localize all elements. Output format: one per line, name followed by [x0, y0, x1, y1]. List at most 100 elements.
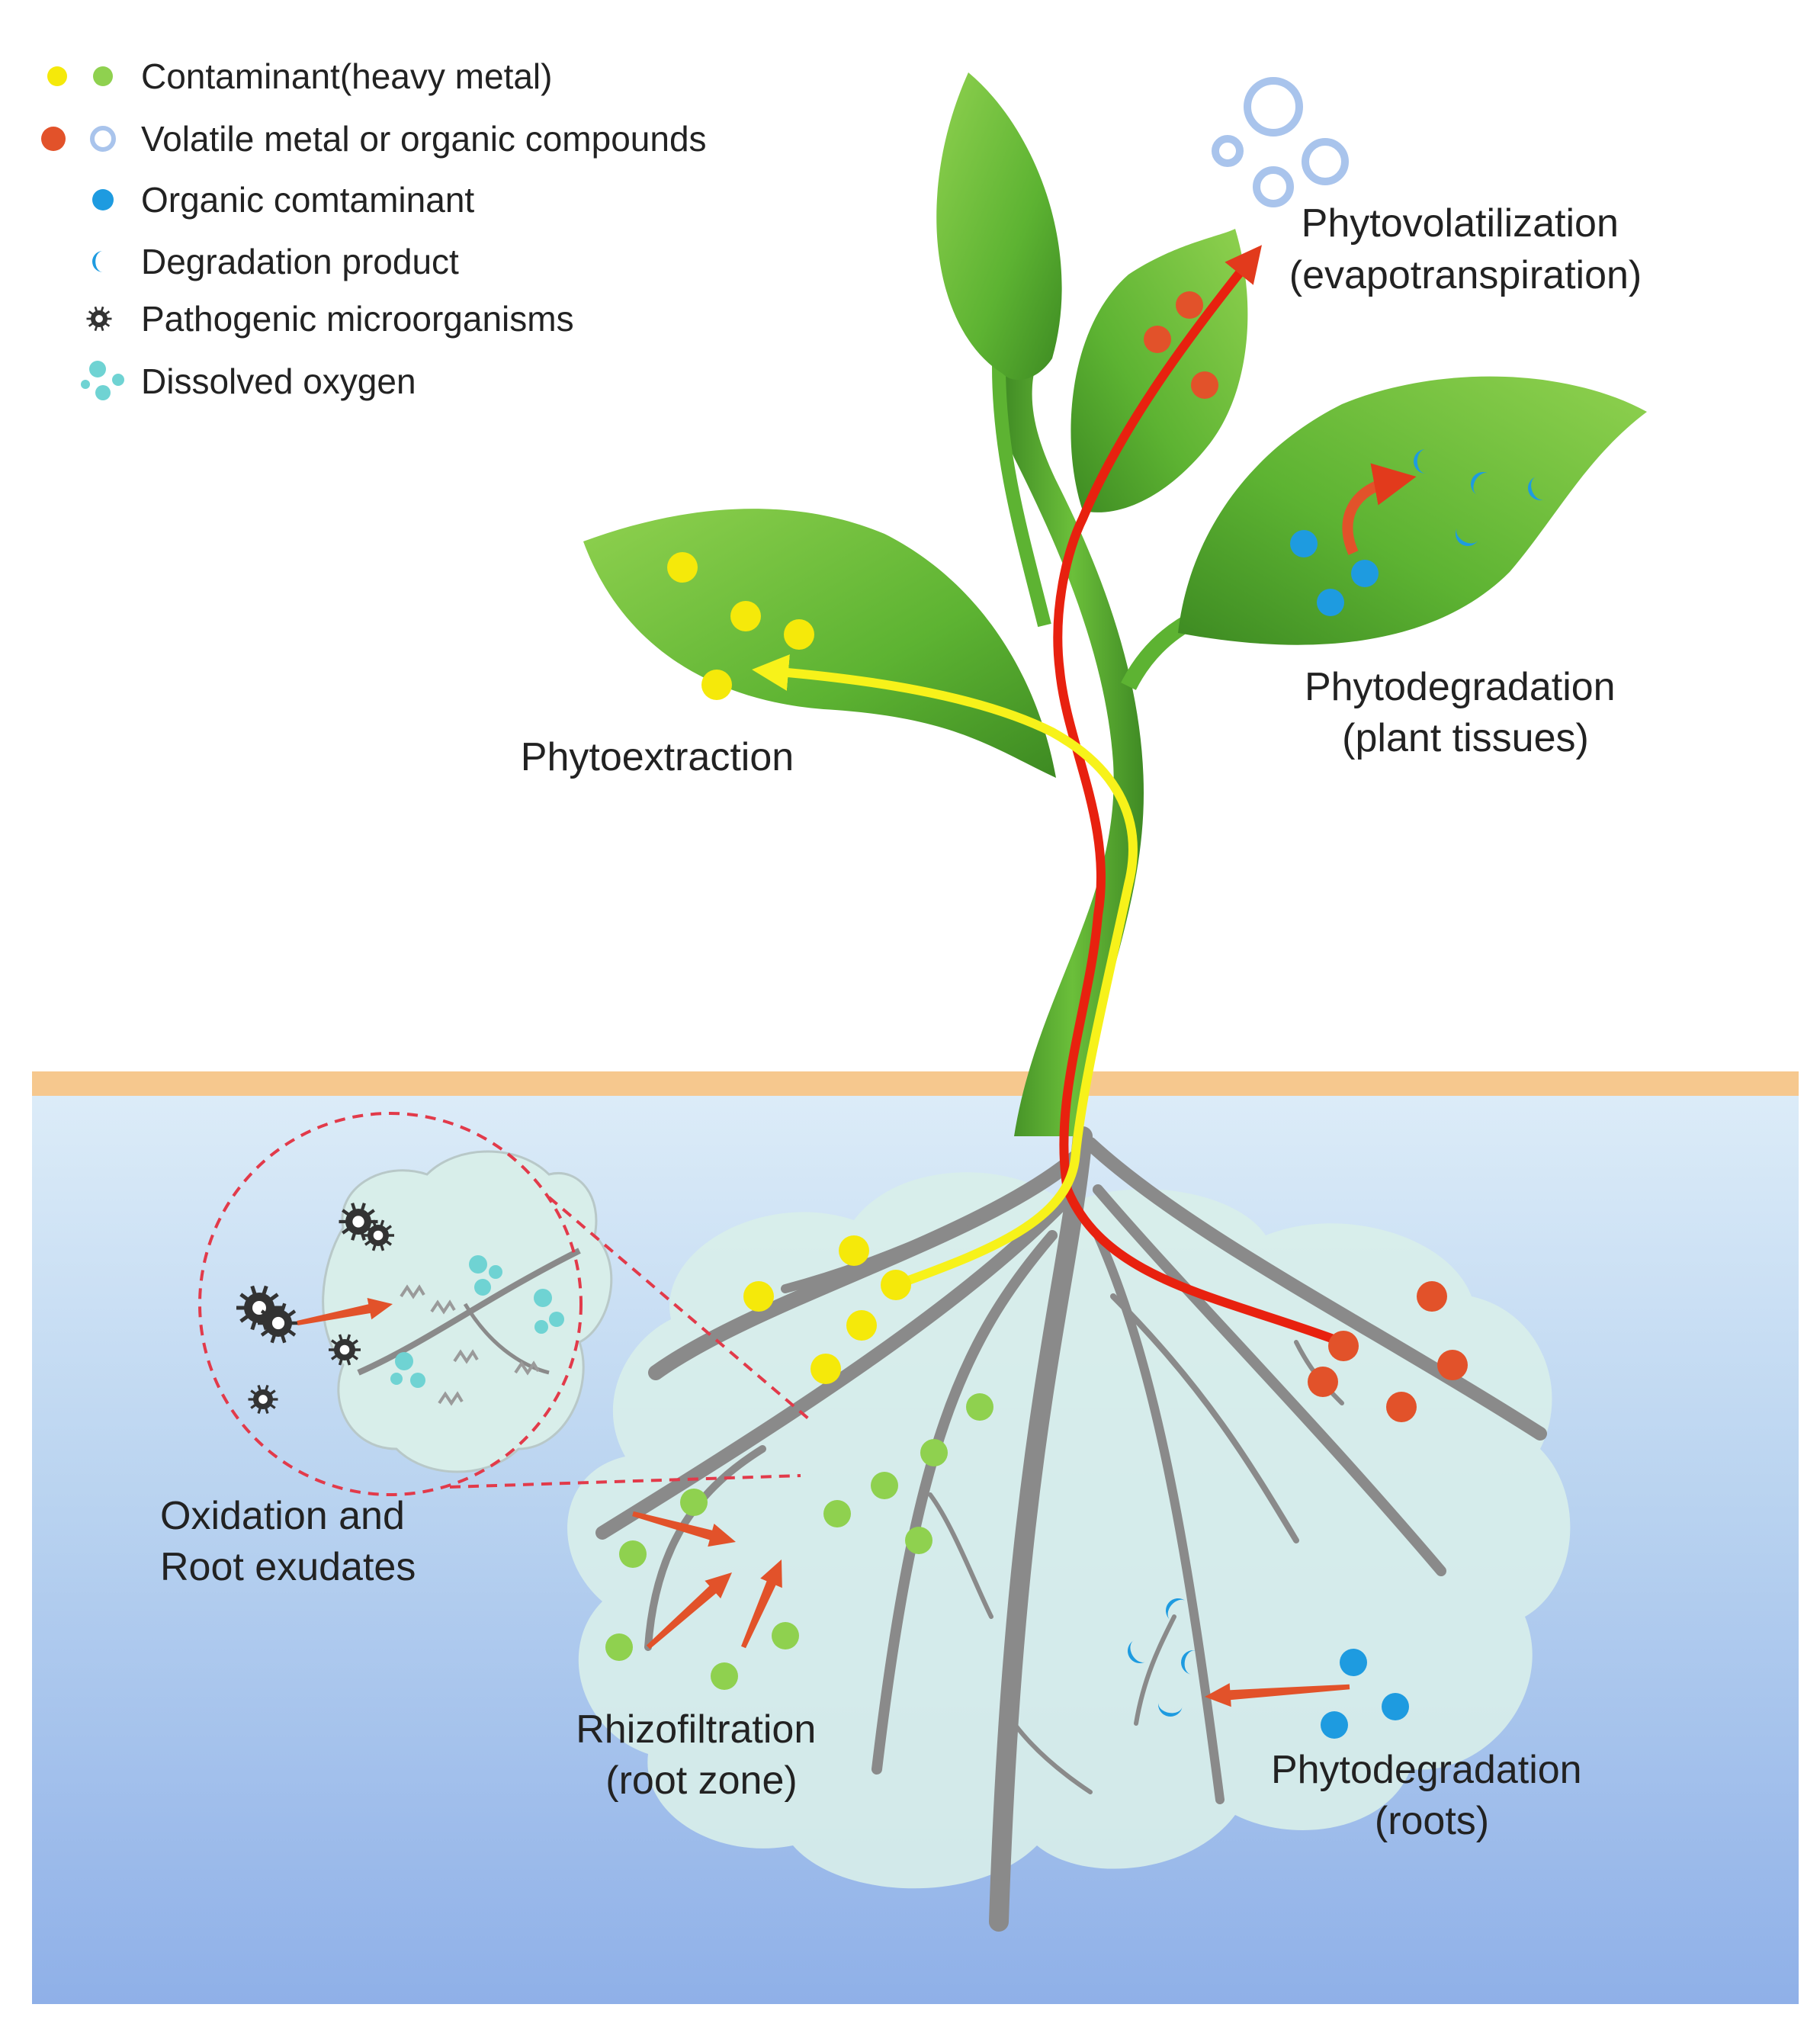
- phytodegradation-roots-arrow: [1205, 1683, 1350, 1707]
- degradation-crescent: [1528, 476, 1545, 500]
- microbe-core: [352, 1216, 364, 1228]
- label-phytodegradation-roots: Phytodegradation (roots): [1271, 1748, 1593, 1843]
- heavy-metal-yellow-dot: [810, 1354, 841, 1384]
- dissolved-oxygen-bubble: [534, 1289, 552, 1307]
- heavy-metal-green-dot: [772, 1622, 799, 1649]
- label-oxidation: Oxidation and Root exudates: [160, 1494, 416, 1589]
- heavy-metal-green-dot: [966, 1393, 993, 1421]
- label-phytodegradation-tissues-line2: (plant tissues): [1342, 716, 1589, 760]
- root-exudate-mark: [400, 1284, 425, 1299]
- heavy-metal-yellow-dot: [667, 552, 698, 583]
- exudate-squiggle: [400, 1284, 425, 1299]
- heavy-metal-yellow-dot: [839, 1235, 869, 1266]
- legend-blue-ring-icon: [90, 126, 116, 152]
- dissolved-oxygen-bubble: [395, 1352, 413, 1370]
- label-phytodegradation-roots-line2: (roots): [1375, 1799, 1489, 1843]
- label-phytodegradation-tissues-line1: Phytodegradation: [1305, 665, 1616, 709]
- exudate-squiggle: [453, 1349, 479, 1364]
- organic-blue-dot: [1321, 1711, 1348, 1739]
- leaf-right: [1178, 376, 1647, 645]
- rhizofiltration-arrow: [741, 1559, 782, 1649]
- dissolved-oxygen-bubble: [549, 1312, 564, 1327]
- legend-item: Organic comtaminant: [92, 180, 474, 220]
- degradation-crescent: [1166, 1598, 1186, 1620]
- legend-blue-crescent-icon: [92, 251, 103, 272]
- volatile-ring-icon: [1302, 138, 1349, 185]
- label-oxidation-line1: Oxidation and: [160, 1494, 405, 1538]
- label-oxidation-line2: Root exudates: [160, 1545, 416, 1589]
- heavy-metal-yellow-dot: [743, 1281, 774, 1312]
- soil-surface-line: [32, 1071, 1799, 1096]
- degradation-curved-arrow: [1342, 463, 1417, 555]
- root-exudate-mark: [514, 1360, 540, 1376]
- oxidation-arrow: [297, 1297, 393, 1325]
- organic-blue-dot: [1351, 560, 1379, 587]
- heavy-metal-yellow-dot: [846, 1310, 877, 1341]
- pathogen-microbe-icon: [329, 1334, 361, 1366]
- label-phytodegradation-tissues: Phytodegradation (plant tissues): [1305, 665, 1626, 760]
- root-exudate-mark: [438, 1391, 464, 1406]
- heavy-metal-green-dot: [605, 1633, 633, 1661]
- dissolved-oxygen-bubble: [410, 1373, 425, 1388]
- label-phytovolatilization: Phytovolatilization (evapotranspiration): [1289, 201, 1642, 297]
- heavy-metal-green-dot: [711, 1662, 738, 1690]
- legend-oxygen-bubble-icon: [95, 385, 111, 400]
- microbe-core: [339, 1344, 350, 1355]
- heavy-metal-green-dot: [905, 1527, 932, 1554]
- leaf-left: [583, 509, 1056, 778]
- phytoextraction-transport-arrow: [752, 654, 1138, 1290]
- volatile-ring-icon: [1253, 166, 1294, 207]
- legend-item: Contaminant(heavy metal): [47, 56, 552, 96]
- volatile-red-dot: [1417, 1281, 1447, 1312]
- degradation-crescent: [1158, 1702, 1183, 1717]
- microbe-core: [271, 1316, 285, 1330]
- volatile-red-dot: [1386, 1392, 1417, 1422]
- legend-red-dot-icon: [41, 127, 66, 151]
- exudate-squiggle: [430, 1299, 456, 1315]
- degradation-crescent: [1181, 1650, 1196, 1675]
- volatile-red-dot: [1308, 1367, 1338, 1397]
- legend-blue-dot-icon: [92, 189, 114, 210]
- degradation-crescent: [1128, 1640, 1146, 1663]
- legend-label: Pathogenic microorganisms: [141, 299, 574, 339]
- legend-label: Contaminant(heavy metal): [141, 56, 552, 96]
- legend-yellow-dot-icon: [47, 66, 67, 86]
- organic-blue-dot: [1317, 589, 1344, 616]
- legend-item: Volatile metal or organic compounds: [41, 119, 707, 159]
- label-rhizofiltration-line1: Rhizofiltration: [576, 1707, 816, 1752]
- heavy-metal-green-dot: [823, 1500, 851, 1527]
- pathogen-microbe-icon: [248, 1384, 278, 1415]
- exudate-squiggle: [514, 1360, 540, 1376]
- heavy-metal-yellow-dot: [701, 670, 732, 700]
- dissolved-oxygen-bubble: [489, 1265, 502, 1279]
- pathogen-microbe-icon: [362, 1219, 394, 1251]
- volatile-red-dot: [1328, 1331, 1359, 1361]
- heavy-metal-green-dot: [920, 1439, 948, 1466]
- legend: Contaminant(heavy metal) Volatile metal o…: [41, 56, 707, 401]
- organic-blue-dot: [1382, 1693, 1409, 1720]
- legend-oxygen-bubble-icon: [81, 380, 90, 389]
- dissolved-oxygen-bubble: [390, 1373, 403, 1385]
- legend-label: Organic comtaminant: [141, 180, 474, 220]
- label-rhizofiltration: Rhizofiltration (root zone): [576, 1707, 827, 1803]
- label-phytovolatilization-line1: Phytovolatilization: [1302, 201, 1619, 246]
- phytovolatilization-transport-arrow: [1053, 245, 1344, 1347]
- heavy-metal-yellow-dot: [784, 619, 814, 650]
- marks: [236, 77, 1545, 1739]
- heavy-metal-green-dot: [619, 1540, 647, 1568]
- legend-item: Pathogenic microorganisms: [86, 299, 574, 339]
- legend-oxygen-bubble-icon: [89, 361, 106, 377]
- dissolved-oxygen-bubble: [469, 1255, 487, 1274]
- label-phytodegradation-roots-line1: Phytodegradation: [1271, 1748, 1582, 1792]
- volatile-red-dot: [1176, 291, 1203, 319]
- label-phytovolatilization-line2: (evapotranspiration): [1289, 253, 1642, 297]
- root-exudate-mark: [430, 1299, 456, 1315]
- organic-blue-dot: [1290, 530, 1318, 557]
- legend-label: Dissolved oxygen: [141, 361, 416, 401]
- legend-item: Degradation product: [92, 242, 459, 281]
- heavy-metal-green-dot: [871, 1472, 898, 1499]
- stem: [1001, 328, 1144, 1136]
- volatile-red-dot: [1144, 326, 1171, 353]
- dissolved-oxygen-bubble: [474, 1279, 491, 1296]
- degradation-crescent: [1456, 528, 1478, 546]
